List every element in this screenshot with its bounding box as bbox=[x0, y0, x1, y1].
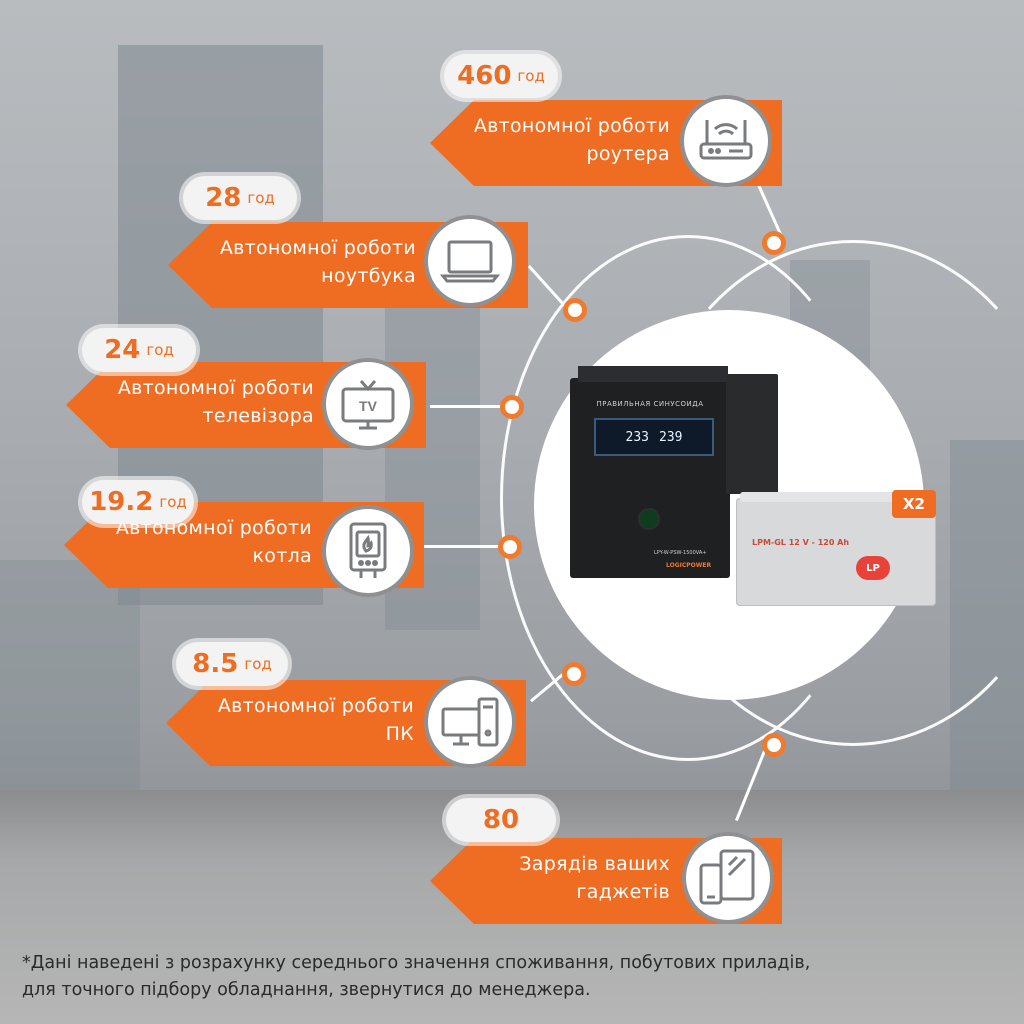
stat-value-pill: 80 bbox=[446, 798, 556, 842]
stat-unit: год bbox=[247, 189, 275, 207]
stat-label-line1: Автономної роботи bbox=[117, 377, 314, 399]
stat-label-line1: Зарядів ваших bbox=[519, 853, 670, 875]
stat-label-line2: котла bbox=[252, 545, 312, 567]
stat-unit: год bbox=[244, 655, 272, 673]
stat-value: 19.2 bbox=[89, 487, 154, 517]
inverter-top bbox=[578, 366, 728, 382]
stat-unit: год bbox=[517, 67, 545, 85]
connector-dot bbox=[762, 733, 786, 757]
stat-unit: год bbox=[146, 341, 174, 359]
battery-lid bbox=[740, 492, 932, 502]
inverter-label: ПРАВИЛЬНАЯ СИНУСОИДА bbox=[596, 400, 704, 408]
pc-icon bbox=[424, 676, 516, 768]
footnote: *Дані наведені з розрахунку середнього з… bbox=[22, 950, 1012, 1004]
stat-label-line2: роутера bbox=[586, 143, 670, 165]
stat-value-pill: 8.5 год bbox=[176, 642, 288, 686]
inverter-mount bbox=[726, 374, 778, 494]
outer-arc bbox=[640, 240, 1024, 746]
stat-value: 460 bbox=[457, 61, 512, 91]
connector-line bbox=[420, 545, 510, 548]
tv-icon-label: TV bbox=[359, 398, 378, 414]
stat-label-line2: гаджетів bbox=[576, 881, 670, 903]
stat-value-pill: 19.2 год bbox=[82, 480, 194, 524]
stat-label-line1: Автономної роботи bbox=[473, 115, 670, 137]
tv-icon: TV bbox=[322, 358, 414, 450]
connector-arc bbox=[500, 235, 876, 761]
connector-dot bbox=[500, 395, 524, 419]
laptop-icon bbox=[424, 215, 516, 307]
inverter-model: LPY-W-PSW-1500VA+ bbox=[654, 550, 707, 556]
footnote-line1: *Дані наведені з розрахунку середнього з… bbox=[22, 953, 811, 973]
stat-label-line1: Автономної роботи bbox=[217, 695, 414, 717]
gadgets-icon bbox=[682, 832, 774, 924]
connector-dot bbox=[563, 298, 587, 322]
inverter-brand: LOGICPOWER bbox=[666, 562, 712, 569]
stat-value-pill: 28 год bbox=[183, 176, 297, 220]
stat-unit: год bbox=[159, 493, 187, 511]
stat-value-pill: 24 год bbox=[82, 328, 196, 372]
stat-label-line1: Автономної роботи bbox=[219, 237, 416, 259]
connector-dot bbox=[562, 662, 586, 686]
connector-dot bbox=[498, 535, 522, 559]
connector-line bbox=[430, 405, 515, 408]
display-value-1: 233 bbox=[625, 429, 649, 445]
inverter-image: ПРАВИЛЬНАЯ СИНУСОИДА 233 239 LPY-W-PSW-1… bbox=[570, 366, 730, 578]
stat-value: 80 bbox=[482, 805, 520, 835]
building-bg bbox=[0, 560, 140, 800]
footnote-line2: для точного підбору обладнання, звернути… bbox=[22, 980, 591, 1000]
stat-value: 8.5 bbox=[192, 649, 239, 679]
stat-value: 28 bbox=[205, 183, 242, 213]
inverter-display: 233 239 bbox=[594, 418, 714, 456]
display-value-2: 239 bbox=[659, 429, 683, 445]
battery-brand: LP bbox=[856, 556, 890, 580]
stat-label-line2: телевізора bbox=[202, 405, 314, 427]
battery-model: LPM-GL 12 V - 120 Ah bbox=[752, 538, 850, 547]
power-button bbox=[638, 508, 660, 530]
stat-label-line2: ноутбука bbox=[321, 265, 416, 287]
quantity-badge: X2 bbox=[892, 490, 936, 518]
connector-dot bbox=[762, 231, 786, 255]
boiler-icon bbox=[322, 505, 414, 597]
router-icon bbox=[680, 95, 772, 187]
stat-label-line2: ПК bbox=[385, 723, 414, 745]
stat-value-pill: 460 год bbox=[444, 54, 558, 98]
stat-value: 24 bbox=[104, 335, 141, 365]
